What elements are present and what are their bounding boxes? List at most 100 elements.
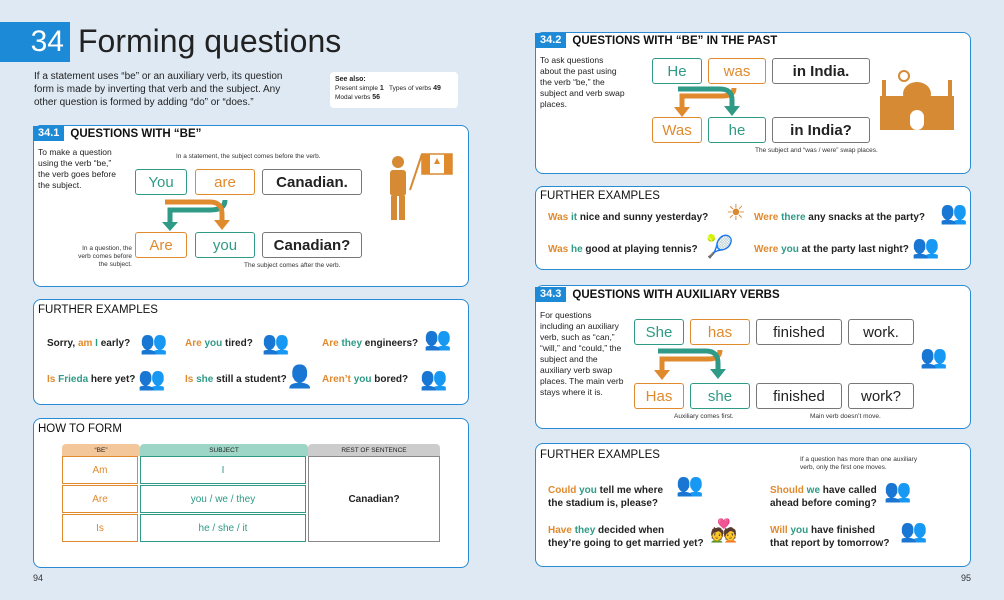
word-piece: has [690,319,750,345]
table-cell: he / she / it [140,514,306,542]
example-sentence: Are you tired? [185,338,253,349]
further-examples-2-panel [535,186,971,270]
word-piece: work? [848,383,914,409]
note-aux-first: Auxiliary comes first. [674,413,734,420]
people-icon: 👥 [676,472,704,497]
word-piece: Was [652,117,702,143]
section-title: QUESTIONS WITH “BE” IN THE PAST [572,34,778,47]
word-piece: He [652,58,702,84]
column-header: SUBJECT [140,444,308,456]
example-sentence: Aren’t you bored? [322,374,409,385]
further-examples-heading: FURTHER EXAMPLES [540,449,660,461]
example-sentence: Were there any snacks at the party? [754,212,926,223]
table-cell: Canadian? [308,456,440,542]
people-icon: 👤 [286,364,314,389]
section-desc: For questions including an auxiliary ver… [540,310,624,397]
word-piece: Are [135,232,187,258]
example-sentence: Is Frieda here yet? [47,374,136,385]
swap-arrows-icon [654,348,726,380]
section-34-2-header: 34.2 QUESTIONS WITH “BE” IN THE PAST [535,33,777,48]
column-header: REST OF SENTENCE [308,444,440,456]
column-header: “BE” [62,444,140,456]
couple-icon: 💑 [710,518,738,543]
word-piece: you [195,232,255,258]
section-number: 34.1 [33,126,65,141]
word-piece: he [708,117,766,143]
word-piece: work. [848,319,914,345]
word-piece: are [195,169,255,195]
further-examples-3-panel [535,443,971,567]
section-34-1-header: 34.1 QUESTIONS WITH “BE” [33,126,201,141]
people-icon: 👥 [140,330,168,355]
page-title: Forming questions [78,23,342,59]
people-icon: 👥 [912,234,940,259]
section-34-3-header: 34.3 QUESTIONS WITH AUXILIARY VERBS [535,287,780,302]
page-number-right: 95 [961,573,972,583]
people-icon: 👥 [420,366,448,391]
further-examples-1-panel [33,299,469,405]
note-subject-after: The subject comes after the verb. [244,262,341,269]
example-sentence: Are they engineers? [322,338,419,349]
word-piece: was [708,58,766,84]
further-examples-heading: FURTHER EXAMPLES [540,190,660,202]
example-sentence: Was it nice and sunny yesterday? [548,212,709,223]
table-cell: Am [62,456,138,484]
see-also-link[interactable]: Present simple [335,85,378,92]
intro-text: If a statement uses “be” or an auxiliary… [34,71,283,108]
people-icon: 👥 [940,200,968,225]
word-piece: Canadian. [262,169,362,195]
word-piece: You [135,169,187,195]
people-icon: 👥 [262,330,290,355]
section-title: QUESTIONS WITH AUXILIARY VERBS [572,288,780,301]
people-icon: 👥 [138,366,166,391]
people-icon: 👥 [900,518,928,543]
note-multiple-auxiliaries: If a question has more than one auxiliar… [800,456,918,471]
see-also-link[interactable]: Types of verbs [389,85,432,92]
word-piece: in India. [772,58,870,84]
word-piece: finished [756,383,842,409]
note-question-order: In a question, the verb comes before the… [78,245,132,268]
note-swap: The subject and “was / were” swap places… [755,147,878,154]
chapter-number: 34 [0,22,70,62]
swap-arrows-icon [162,199,230,231]
section-title: QUESTIONS WITH “BE” [70,127,202,140]
table-cell: Are [62,485,138,513]
example-sentence: Sorry, am I early? [47,338,131,349]
people-icon: 👥 [920,344,948,369]
section-number: 34.3 [535,287,567,302]
word-piece: in India? [772,117,870,143]
people-icon: 👥 [424,326,452,351]
word-piece: She [634,319,684,345]
person-with-flag-icon [390,153,453,220]
table-cell: I [140,456,306,484]
word-piece: she [690,383,750,409]
further-examples-heading: FURTHER EXAMPLES [38,304,158,316]
tennis-player-icon: 🎾 [706,234,734,259]
see-also-num: 49 [433,85,441,92]
see-also-num: 56 [372,94,381,101]
swap-arrows-icon [674,86,740,117]
example-sentence: Is she still a student? [185,374,287,385]
section-desc: To ask questions about the past using th… [540,55,625,109]
sun-window-icon: ☀ [726,200,746,225]
note-statement-order: In a statement, the subject comes before… [176,153,321,160]
example-sentence: Were you at the party last night? [754,244,909,255]
page-number-left: 94 [33,573,44,583]
see-also-box: See also: Present simple 1 Types of verb… [330,72,458,108]
table-cell: Is [62,514,138,542]
tourist-at-taj-mahal-icon [880,70,954,130]
see-also-link[interactable]: Modal verbs [335,94,371,101]
section-desc: To make a question using the verb “be,” … [38,147,116,190]
word-piece: finished [756,319,842,345]
section-number: 34.2 [535,33,567,48]
note-main-verb: Main verb doesn’t move. [810,413,881,420]
people-icon: 👥 [884,478,912,503]
how-to-form-heading: HOW TO FORM [38,423,122,435]
see-also-num: 1 [379,85,384,92]
word-piece: Has [634,383,684,409]
see-also-heading: See also: [335,76,366,83]
